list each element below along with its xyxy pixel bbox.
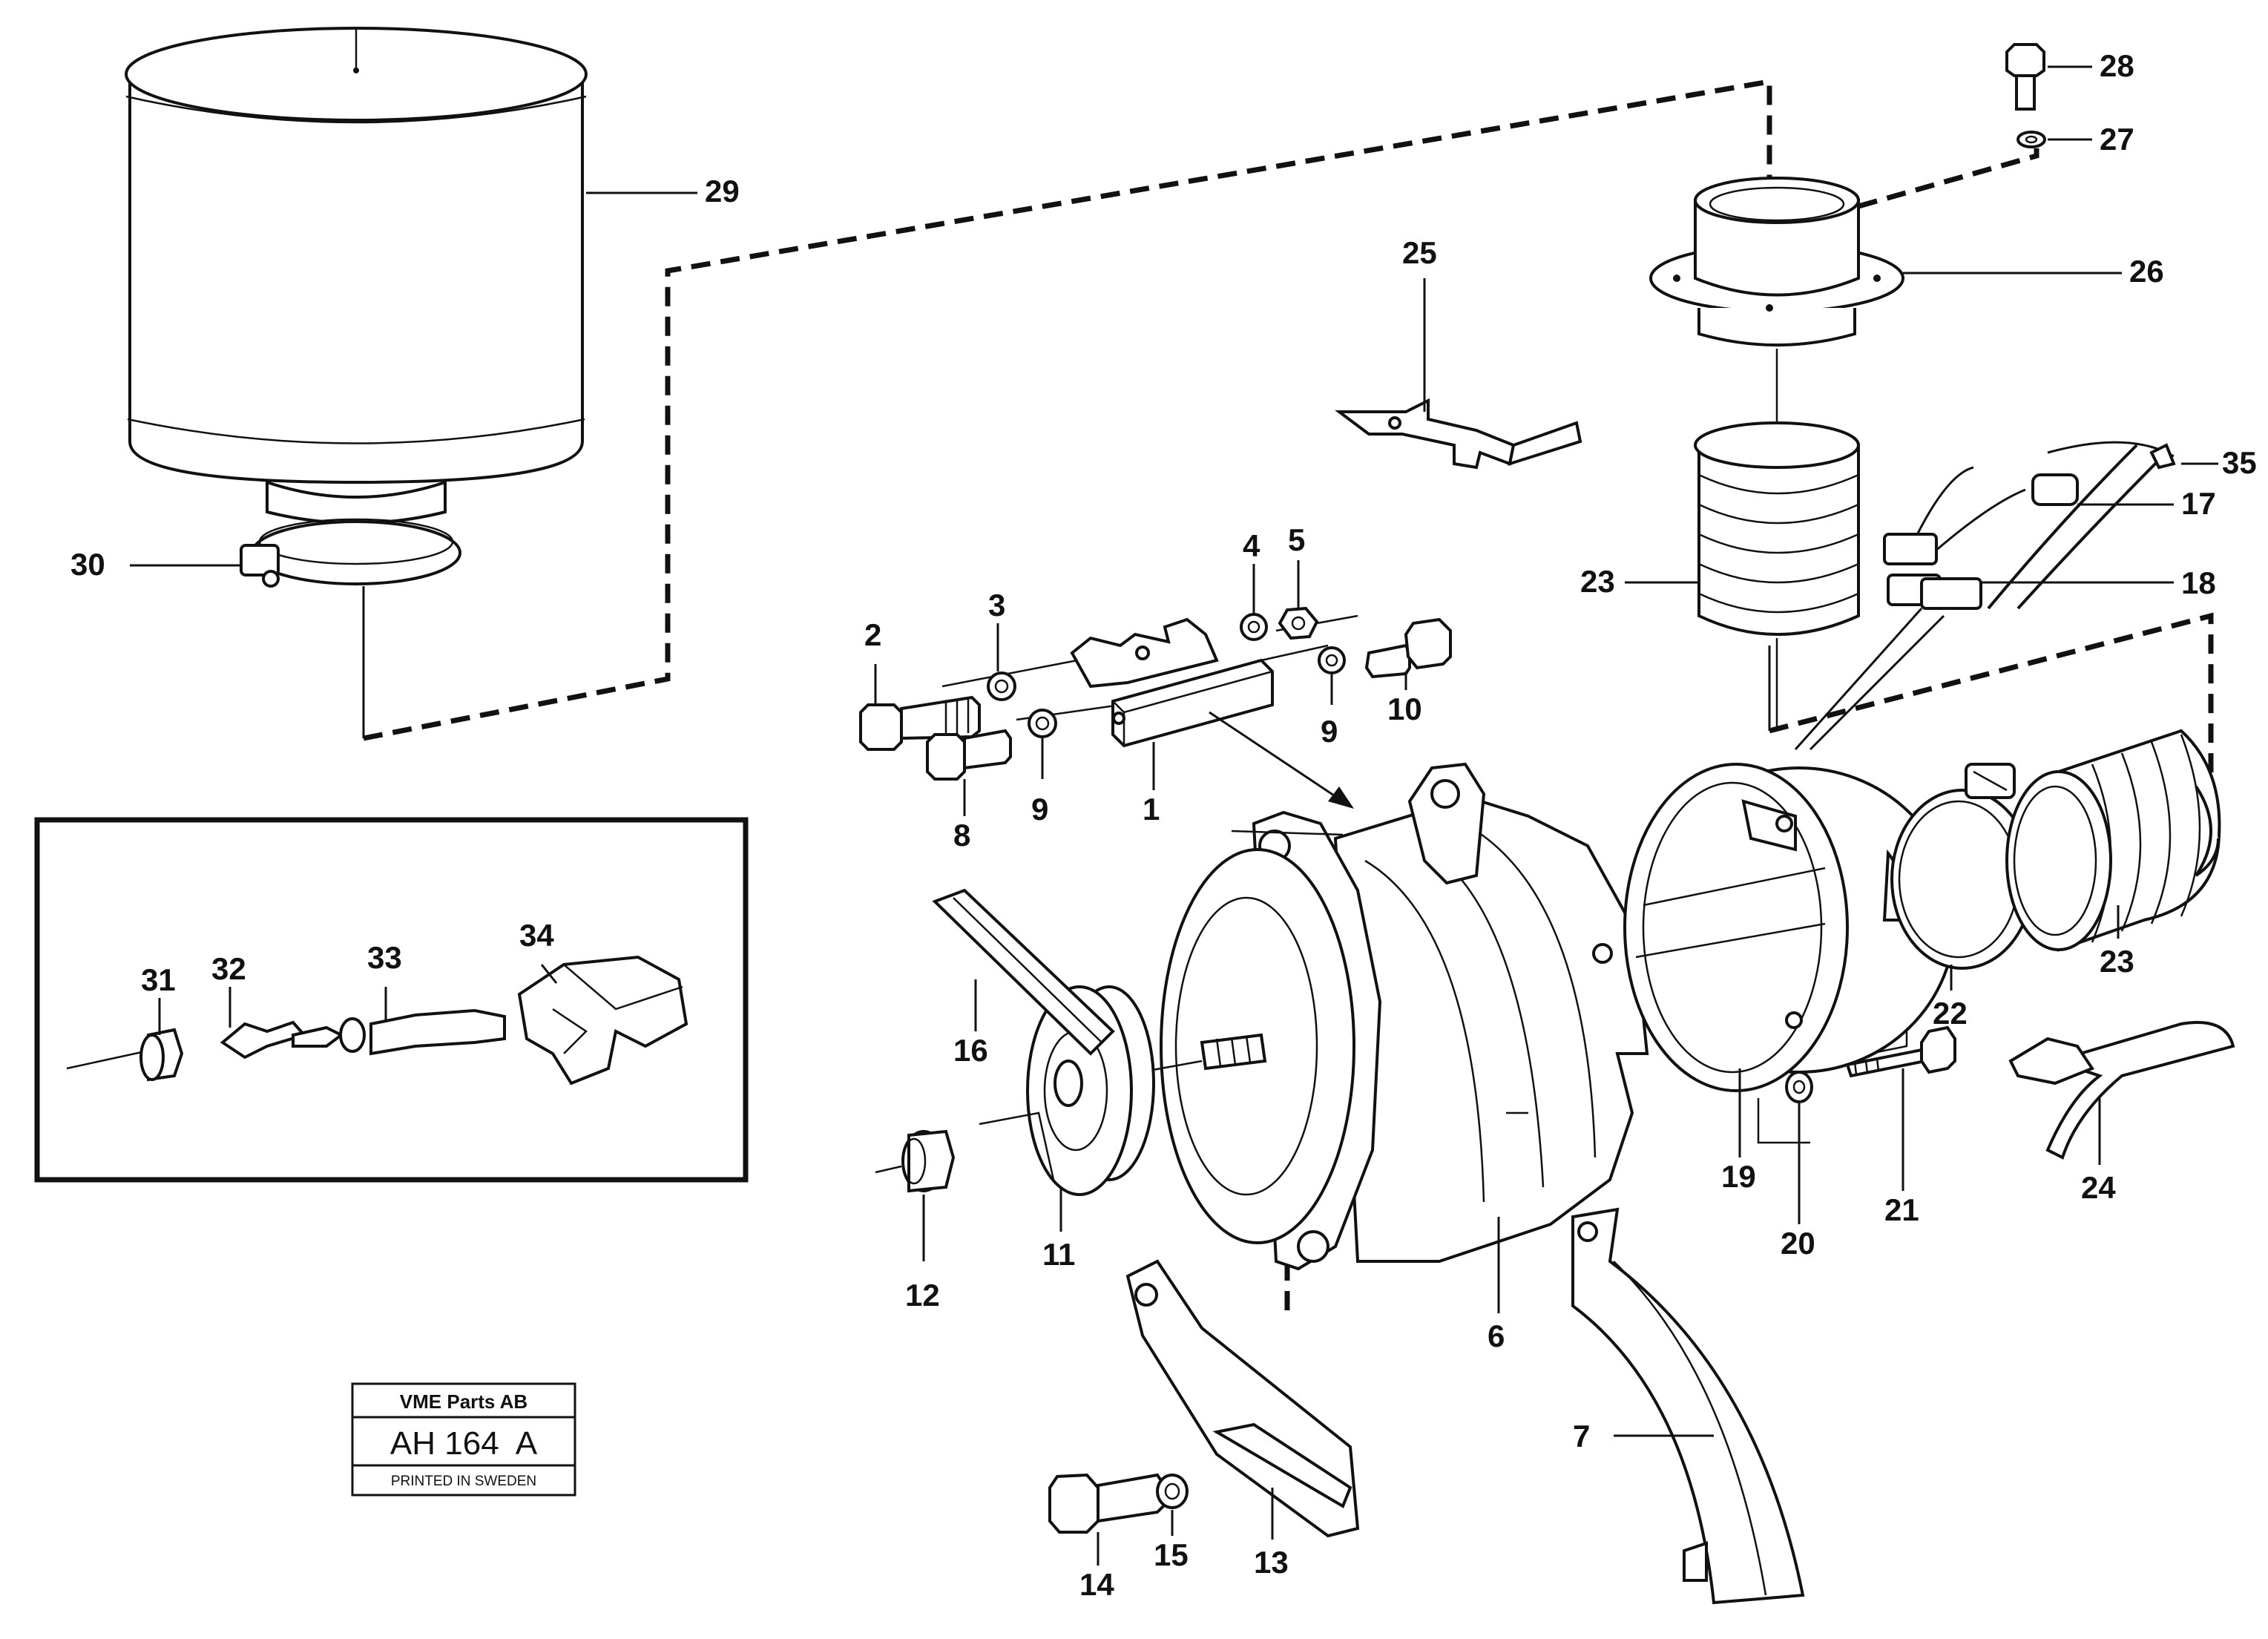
- rear-cover-19: [1592, 763, 1956, 1092]
- callout-20: 20: [1781, 1226, 1815, 1261]
- callout-32: 32: [211, 951, 246, 986]
- belt-guard-7: [1571, 1207, 1805, 1605]
- callout-16: 16: [953, 1033, 988, 1068]
- callout-8: 8: [953, 818, 970, 853]
- callout-34: 34: [519, 918, 554, 953]
- belt-16: [932, 888, 1115, 1056]
- bracket-25: [1335, 398, 1582, 470]
- callout-26: 26: [2129, 254, 2164, 289]
- callout-9-bottom: 9: [1031, 792, 1048, 827]
- hose-clamp-22: [1890, 763, 2034, 970]
- callout-15: 15: [1154, 1537, 1189, 1572]
- callout-30: 30: [70, 547, 105, 582]
- bellows-23-right: [2005, 729, 2221, 952]
- callout-24: 24: [2081, 1170, 2116, 1205]
- callout-28: 28: [2100, 48, 2134, 83]
- bushing-12: [875, 1129, 956, 1193]
- callout-17: 17: [2181, 486, 2216, 521]
- callout-4: 4: [1243, 528, 1260, 563]
- washer-20: [1785, 1071, 1813, 1103]
- callout-12: 12: [905, 1278, 940, 1313]
- tension-bracket-assembly: [859, 606, 1452, 809]
- stamp-code: AH 164 A: [390, 1425, 538, 1462]
- callout-3: 3: [988, 588, 1005, 623]
- callout-5: 5: [1288, 522, 1305, 557]
- bolt-28: [2005, 43, 2045, 111]
- stamp-company: VME Parts AB: [400, 1390, 527, 1413]
- adjusting-arm-13: [1125, 1259, 1360, 1538]
- callout-23-top: 23: [1580, 564, 1615, 599]
- callout-29: 29: [705, 174, 740, 208]
- callout-27: 27: [2100, 122, 2134, 157]
- bolt-14: [1048, 1473, 1165, 1534]
- callout-10: 10: [1387, 692, 1422, 726]
- callout-1: 1: [1143, 792, 1160, 827]
- callout-31: 31: [141, 962, 176, 997]
- catalogue-stamp: VME Parts AB AH 164 A PRINTED IN SWEDEN: [351, 1382, 576, 1497]
- callout-11: 11: [1042, 1237, 1075, 1272]
- callout-18: 18: [2181, 565, 2216, 600]
- air-filter-canister: [125, 27, 588, 525]
- callout-22: 22: [1933, 996, 1968, 1031]
- flange-26: [1649, 177, 1904, 434]
- stamp-printed: PRINTED IN SWEDEN: [391, 1474, 536, 1489]
- cable-harness-17-18: [1794, 441, 2176, 751]
- callout-23-right: 23: [2100, 944, 2134, 979]
- callout-14: 14: [1079, 1567, 1114, 1602]
- callout-7: 7: [1573, 1419, 1590, 1454]
- leader-lines: [130, 65, 2218, 1566]
- callout-13: 13: [1254, 1545, 1289, 1580]
- callout-35: 35: [2222, 445, 2257, 480]
- callout-33: 33: [367, 940, 402, 975]
- callout-19: 19: [1721, 1159, 1756, 1194]
- screw-21: [1845, 1025, 1956, 1078]
- callout-9-top: 9: [1321, 714, 1338, 749]
- alternator-6: [1038, 762, 1649, 1271]
- hose-clamp-30: [240, 518, 461, 588]
- callout-2: 2: [864, 617, 881, 652]
- callout-labels: 29 30 25 26 28 27 35 17 18 23 2 3 4 5 9 …: [70, 48, 2257, 1602]
- bellows-23-top: [1694, 421, 1860, 731]
- connector-inset: [34, 817, 749, 1183]
- strap-24: [2008, 1021, 2235, 1160]
- washer-27: [2016, 131, 2046, 148]
- callout-6: 6: [1488, 1318, 1505, 1353]
- washer-15: [1156, 1474, 1189, 1509]
- callout-21: 21: [1884, 1192, 1919, 1227]
- callout-25: 25: [1402, 235, 1437, 270]
